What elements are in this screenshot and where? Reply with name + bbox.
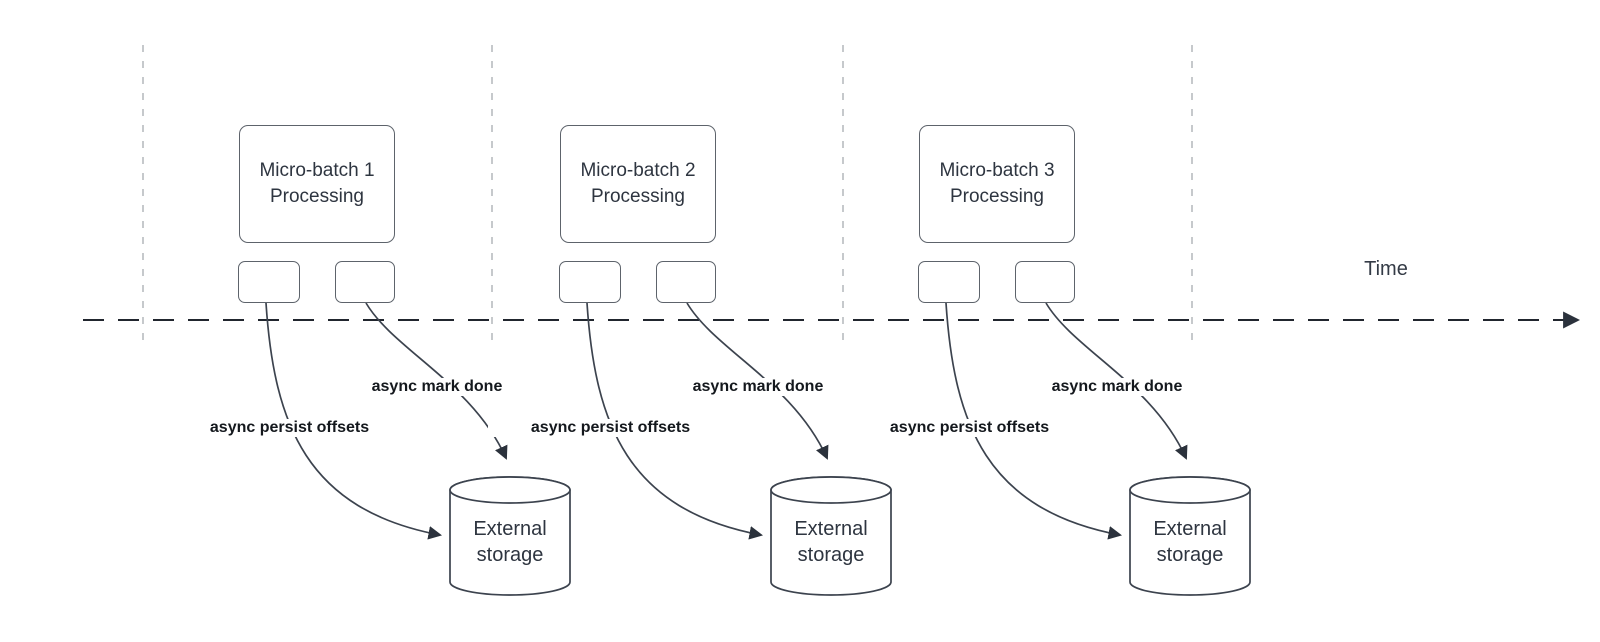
storage-cylinder-rim [770,476,892,504]
storage-cylinder-rim [449,476,571,504]
persist-offsets-arrow [265,302,443,540]
time-axis-label: Time [1364,258,1408,280]
batch-3-wires [945,302,1251,596]
batch-2-wires [586,302,892,596]
interval-gridlines [142,45,1193,340]
persist-offsets-arrow [586,302,764,540]
batch-1-wires [265,302,571,596]
mark-done-arrow [686,302,829,460]
mark-done-arrow [1045,302,1188,460]
persist-offsets-arrow [945,302,1123,540]
storage-cylinder-rim [1129,476,1251,504]
mark-done-arrow [365,302,508,460]
